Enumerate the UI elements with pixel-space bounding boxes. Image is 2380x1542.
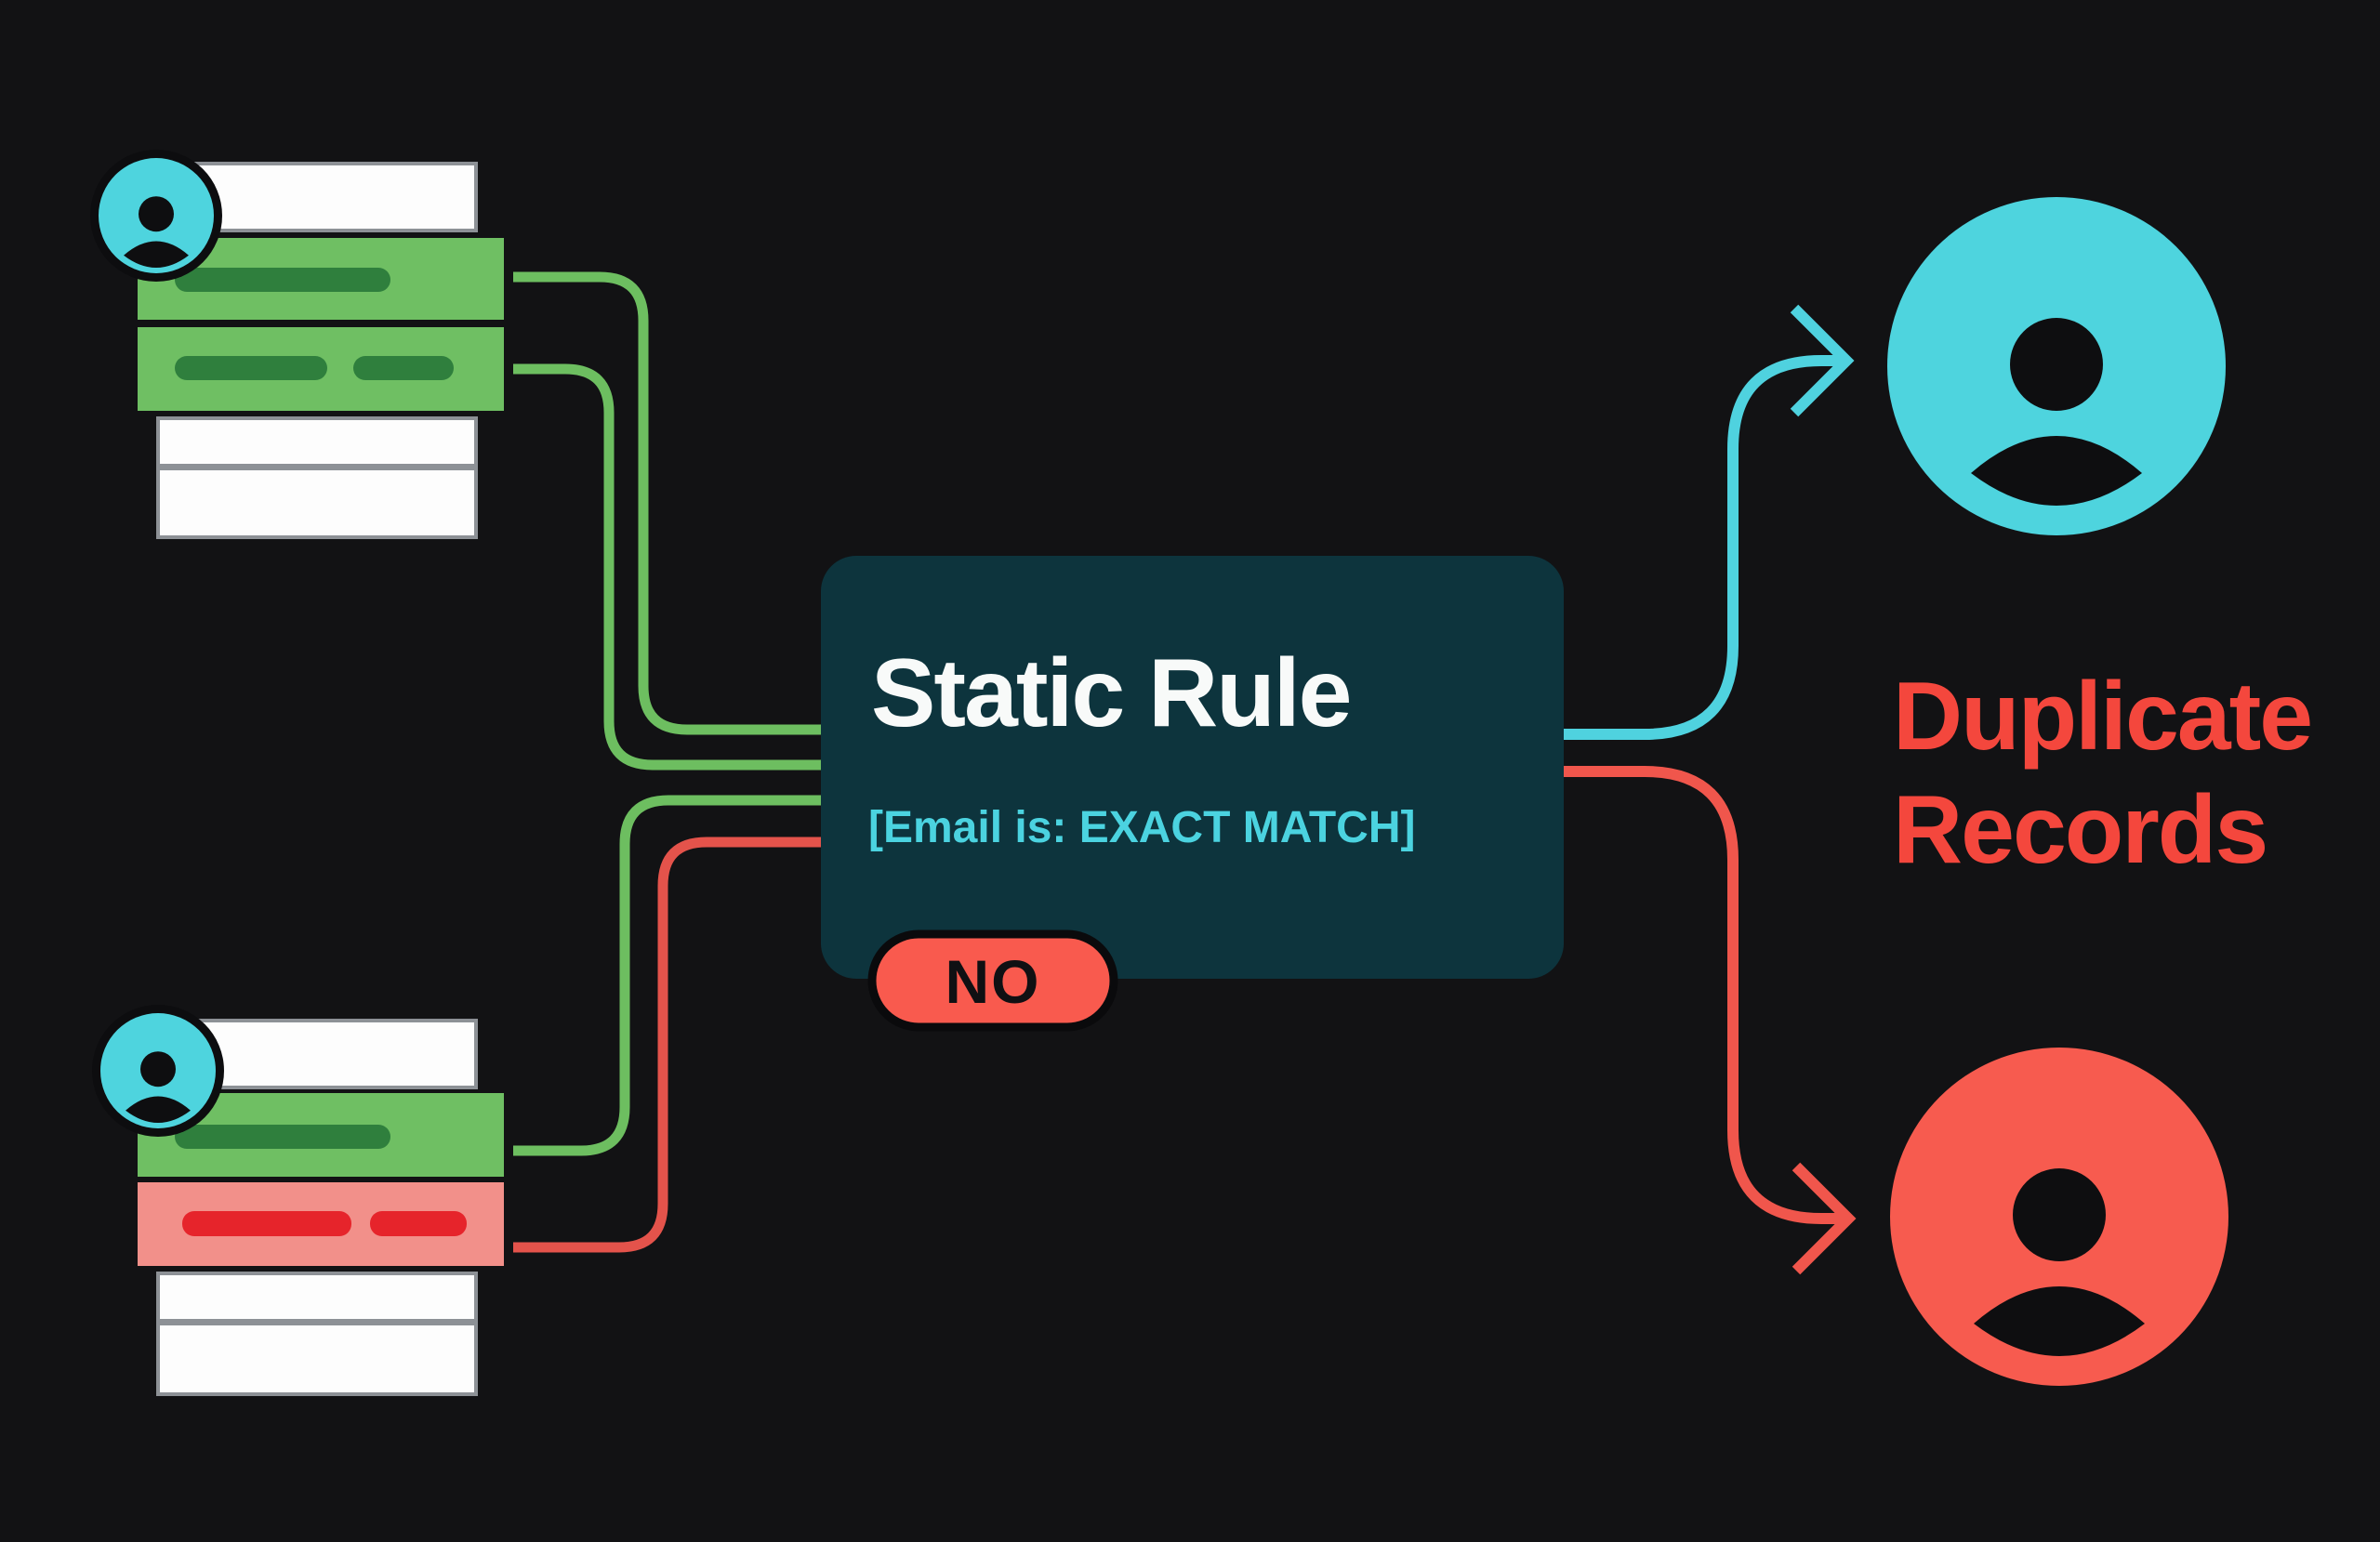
record-row-blank [156,416,478,468]
connector-top-email-green-1 [513,271,826,735]
field-value-bar [353,356,454,380]
record-row-blank [156,1322,478,1396]
contact-avatar-icon [90,150,222,282]
field-value-bar [175,1125,390,1149]
connector-result-teal [1564,304,1855,740]
field-value-bar [175,356,327,380]
field-value-bar [175,268,390,292]
rule-node: Static Rule [Email is: EXACT MATCH] NO [821,556,1564,1032]
field-value-bar-mismatch [182,1211,351,1236]
duplicate-avatar-red-icon [1890,1048,2228,1386]
duplicate-label-line1: Duplicate [1893,663,2311,771]
duplicate-avatar-teal-icon [1887,197,2226,535]
duplicate-records-label: Duplicate Records [1893,663,2313,884]
duplicate-label-line2: Records [1893,776,2267,884]
rule-title: Static Rule [871,639,1350,747]
arrowhead-right-icon [1792,1162,1857,1275]
connector-result-red [1564,766,1857,1275]
arrowhead-right-icon [1790,304,1855,417]
rule-node-box [821,556,1564,979]
connector-top-email-green-2 [513,363,826,771]
rule-condition: [Email is: EXACT MATCH] [868,803,1415,852]
connector-bottom-email-red [513,837,826,1253]
record-row-blank [156,1272,478,1323]
record-card-top [90,150,504,539]
no-badge-label: NO [945,947,1041,1016]
connector-bottom-email-green [513,795,826,1156]
record-card-bottom [92,1005,504,1396]
record-row-blank [156,467,478,539]
no-badge: NO [867,929,1118,1032]
field-value-bar-mismatch [370,1211,467,1236]
contact-avatar-icon [92,1005,224,1137]
